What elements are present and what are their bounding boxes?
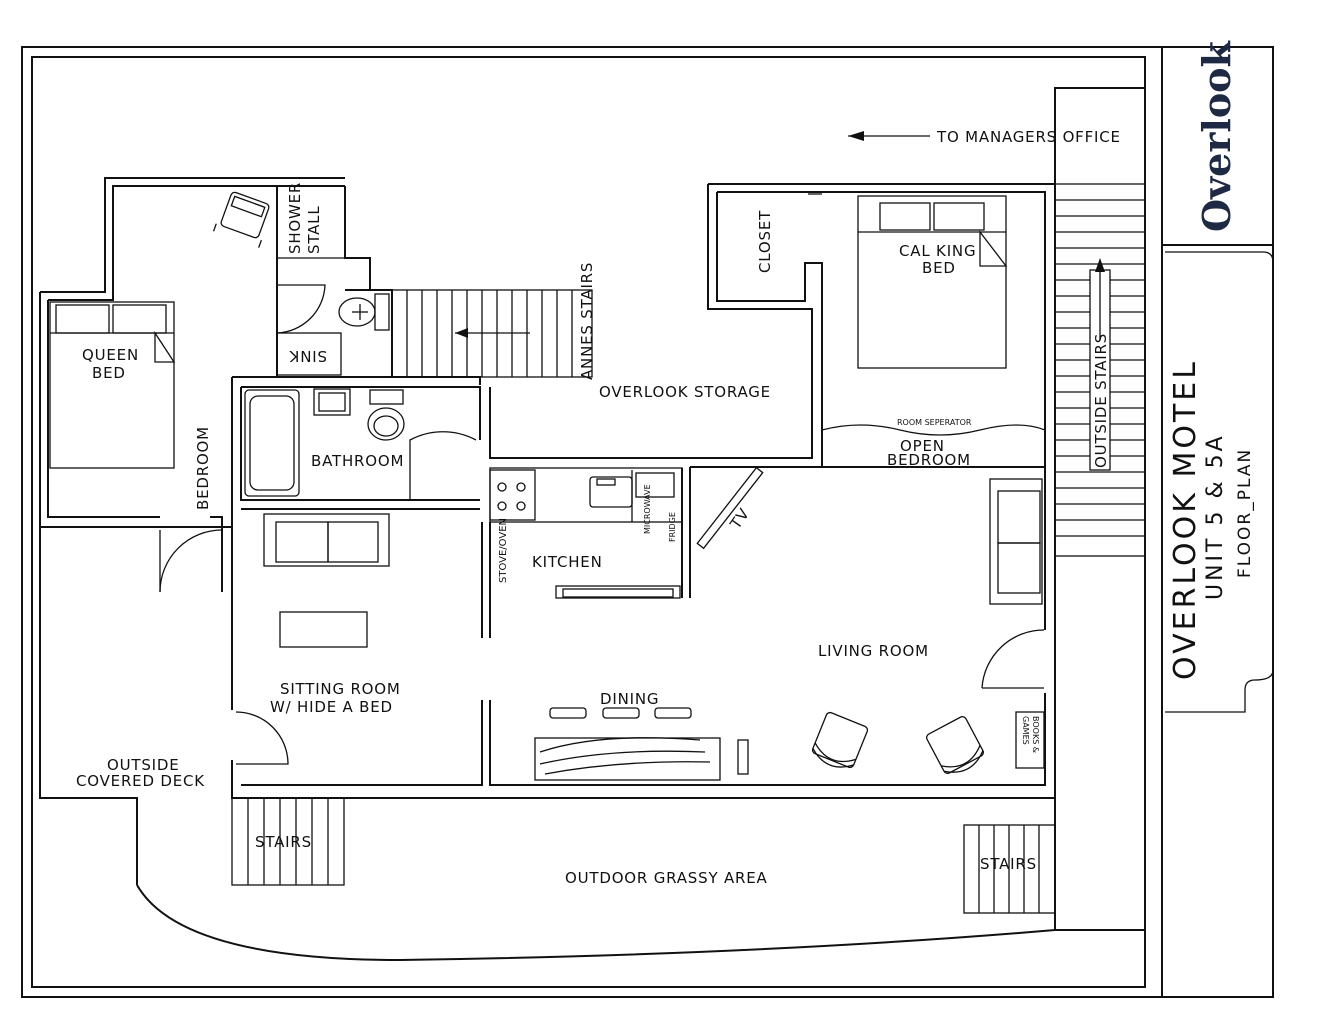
label-microwave: MICROWAVE [643, 484, 652, 534]
label-cal-king-2: BED [922, 259, 956, 277]
grassy-area-boundary [136, 884, 1145, 962]
label-outdoor-grassy: OUTDOOR GRASSY AREA [565, 869, 768, 887]
label-sitting-room-2: W/ HIDE A BED [270, 698, 393, 716]
label-overlook-storage: OVERLOOK STORAGE [599, 383, 771, 401]
bathroom-walls [240, 386, 481, 510]
label-room-separator: ROOM SEPERATOR [897, 418, 972, 427]
label-outside-deck-2: COVERED DECK [76, 772, 205, 790]
sofa-living-room [989, 478, 1043, 605]
cal-king-bed-graphic [808, 193, 1046, 436]
title-block-frame [1165, 251, 1274, 713]
label-open-bedroom-2: BEDROOM [887, 451, 971, 469]
label-open-bedroom-1: OPEN [900, 437, 945, 455]
title-motel-name: OVERLOOK MOTEL [1168, 359, 1203, 680]
label-sink: SINK [288, 347, 327, 365]
label-books-games-1: BOOKS & [1031, 716, 1040, 753]
label-bathroom: BATHROOM [311, 452, 404, 470]
label-stairs-left: STAIRS [255, 833, 312, 851]
shower-block [276, 186, 393, 377]
logo-overlook: Overlook [1194, 40, 1239, 232]
label-closet: CLOSET [756, 210, 774, 273]
label-shower-stall-1: SHOWER [286, 182, 304, 254]
kitchen-graphic [481, 466, 1045, 638]
label-cal-king-1: CAL KING [899, 242, 976, 260]
label-stove-oven: STOVE/OVEN [498, 518, 509, 583]
label-dining: DINING [600, 690, 659, 708]
label-queen-bed-2: BED [92, 364, 126, 382]
stairs-bottom-left-treads [231, 797, 345, 886]
armchair-bedroom [212, 191, 270, 248]
dining-table [534, 707, 1045, 781]
label-kitchen: KITCHEN [532, 553, 603, 571]
label-fridge: FRIDGE [668, 512, 677, 542]
label-queen-bed-1: QUEEN [82, 346, 139, 364]
label-sitting-room-1: SITTING ROOM [280, 680, 401, 698]
label-stairs-right: STAIRS [980, 855, 1037, 873]
label-outside-stairs: OUTSIDE STAIRS [1092, 333, 1110, 468]
armchair-living-2 [926, 716, 984, 774]
annes-stairs-treads [391, 289, 593, 378]
outside-stairs-treads [848, 131, 1146, 557]
title-sheet: FLOOR_PLAN [1235, 448, 1255, 578]
label-annes-stairs: ANNES STAIRS [578, 262, 596, 380]
label-to-managers-office: TO MANAGERS OFFICE [936, 128, 1121, 146]
label-bedroom: BEDROOM [194, 426, 212, 510]
doors [235, 629, 1045, 765]
title-unit: UNIT 5 & 5A [1203, 433, 1228, 600]
stairs-bottom-right-treads [963, 824, 1056, 914]
tv-graphic [696, 466, 764, 550]
label-books-games-2: GAMES [1021, 716, 1030, 745]
queen-bed-graphic [49, 301, 223, 593]
sofa-sitting-room [263, 513, 390, 648]
label-living-room: LIVING ROOM [818, 642, 929, 660]
label-shower-stall-2: STALL [305, 206, 323, 255]
label-outside-deck-1: OUTSIDE [107, 756, 180, 774]
exterior-walls [39, 87, 1145, 885]
armchair-living-1 [811, 711, 869, 769]
